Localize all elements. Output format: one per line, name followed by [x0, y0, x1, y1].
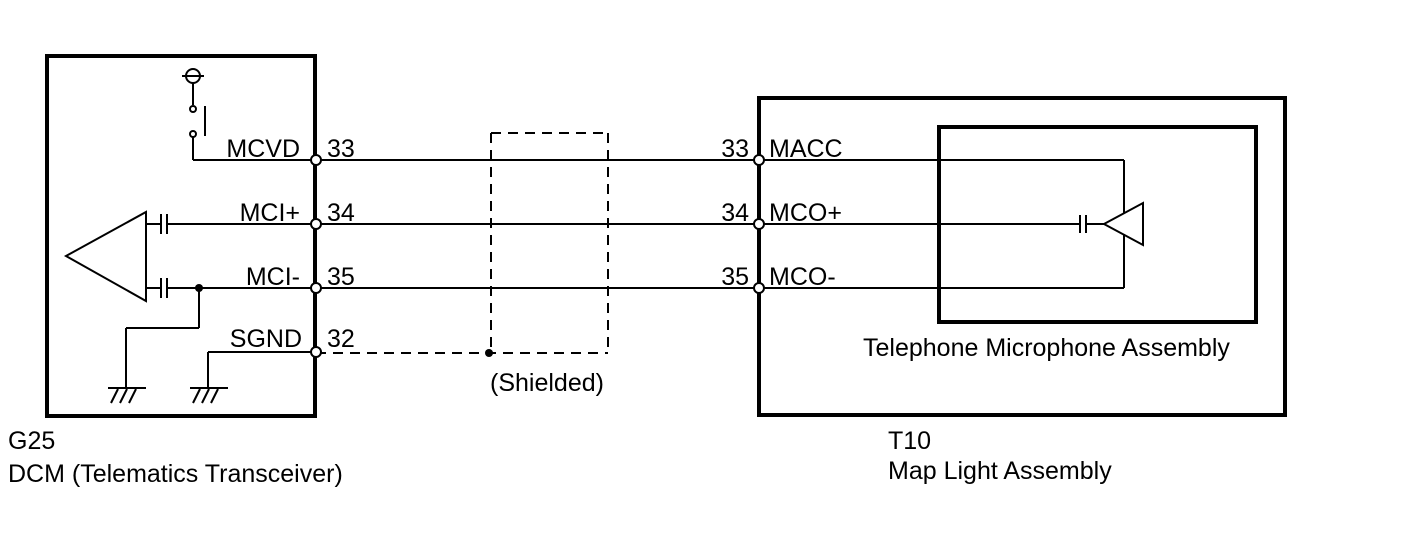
- dcm-pin-mci-plus-signal: MCI+: [240, 199, 300, 227]
- dcm-pin-mci-plus-number: 34: [327, 199, 355, 227]
- map-light-code: T10: [888, 427, 931, 455]
- microphone-amplifier-symbol: [1079, 201, 1144, 247]
- map-light-name: Map Light Assembly: [888, 457, 1112, 485]
- switch-symbol: [182, 68, 316, 161]
- map-light-terminal-34: [753, 218, 765, 230]
- map-light-pin-macc-number: 33: [721, 135, 749, 163]
- dcm-terminal-33: [310, 154, 322, 166]
- map-light-pin-mco-plus-signal: MCO+: [769, 199, 842, 227]
- dcm-pin-mci-minus-signal: MCI-: [246, 263, 300, 291]
- dcm-pin-mcvd-signal: MCVD: [226, 135, 300, 163]
- map-light-terminal-35: [753, 282, 765, 294]
- amplifier-symbol: [63, 210, 316, 388]
- dcm-terminal-35: [310, 282, 322, 294]
- map-light-pin-mco-minus-signal: MCO-: [769, 263, 836, 291]
- dcm-box: [45, 54, 317, 418]
- dcm-terminal-34: [310, 218, 322, 230]
- dcm-pin-sgnd-number: 32: [327, 325, 355, 353]
- shield-outline: [316, 132, 609, 357]
- dcm-pin-mcvd-number: 33: [327, 135, 355, 163]
- dcm-pin-mci-minus-number: 35: [327, 263, 355, 291]
- map-light-box: [757, 96, 1287, 417]
- dcm-name: DCM (Telematics Transceiver): [8, 460, 343, 488]
- dcm-pin-sgnd-signal: SGND: [230, 325, 302, 353]
- shield-label: (Shielded): [490, 369, 604, 397]
- map-light-terminal-33: [753, 154, 765, 166]
- ground-symbol-2: [190, 351, 316, 404]
- dcm-code: G25: [8, 427, 55, 455]
- map-light-pin-macc-signal: MACC: [769, 135, 843, 163]
- dcm-terminal-32: [310, 346, 322, 358]
- microphone-name: Telephone Microphone Assembly: [863, 334, 1230, 362]
- map-light-pin-mco-plus-number: 34: [721, 199, 749, 227]
- ground-symbol-1: [108, 387, 146, 404]
- map-light-pin-mco-minus-number: 35: [721, 263, 749, 291]
